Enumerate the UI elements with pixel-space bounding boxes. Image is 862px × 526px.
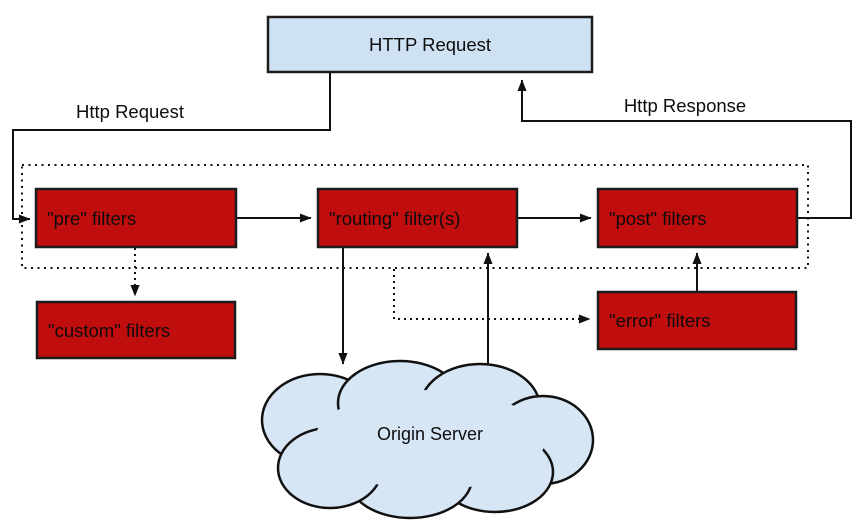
routing-to-error-dotted-arrow <box>393 269 591 324</box>
routing-filters-label: "routing" filter(s) <box>329 208 460 229</box>
http-request-box <box>266 15 594 74</box>
http-request-box-label: HTTP Request <box>369 34 491 55</box>
error-filters-label: "error" filters <box>609 310 711 331</box>
custom-filters-box <box>35 300 237 360</box>
http-request-edge-label: Http Request <box>76 101 184 122</box>
filter-chain-dotted-border <box>21 164 809 269</box>
request-flow-arrow <box>12 72 331 224</box>
post-filters-label: "post" filters <box>609 208 706 229</box>
origin-server-label: Origin Server <box>377 424 483 444</box>
routing-filters-box <box>316 187 519 249</box>
response-flow-arrow <box>517 79 852 219</box>
custom-filters-label: "custom" filters <box>48 320 170 341</box>
cloud-body <box>315 390 545 490</box>
post-filters-box <box>596 187 799 249</box>
origin-server-cloud: Origin Server <box>260 359 595 520</box>
pre-filters-label: "pre" filters <box>47 208 136 229</box>
http-response-edge-label: Http Response <box>624 95 746 116</box>
pre-filters-box <box>34 187 238 249</box>
error-filters-box <box>596 290 798 351</box>
